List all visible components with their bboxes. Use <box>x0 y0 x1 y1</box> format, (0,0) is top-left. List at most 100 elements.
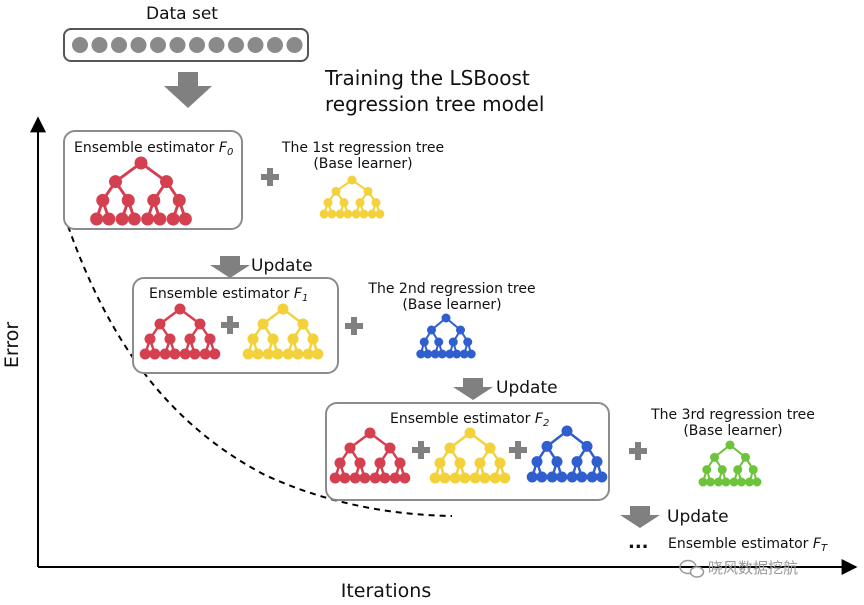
tree-node <box>469 472 481 484</box>
dataset-dot <box>228 37 244 53</box>
tree-node <box>449 472 461 484</box>
tree-node <box>319 209 329 219</box>
update-label-2: Update <box>496 378 558 398</box>
tree-node <box>456 325 465 335</box>
tree-node <box>429 472 441 484</box>
tree-node <box>166 212 180 226</box>
tree-node <box>287 333 299 345</box>
tree-node <box>536 471 548 483</box>
tree-f1-red <box>139 303 221 360</box>
tree-node <box>178 212 192 226</box>
dataset-dot <box>72 37 88 53</box>
dataset-dot <box>111 37 127 53</box>
tree-node <box>375 209 385 219</box>
dataset-label: Data set <box>146 4 218 24</box>
tree-node <box>427 325 436 335</box>
tree-node <box>430 349 440 359</box>
tree-node <box>463 337 473 347</box>
tree-node <box>102 212 116 226</box>
tree-node <box>721 477 731 487</box>
dataset-dot <box>208 37 225 53</box>
tree-node <box>339 198 349 208</box>
tree-node <box>725 440 735 450</box>
error-curve <box>67 225 453 517</box>
tree-node <box>312 348 324 360</box>
tree-node <box>307 333 319 345</box>
tree-node <box>262 348 274 360</box>
tree-node <box>331 186 341 196</box>
tree-node <box>329 472 341 484</box>
tree-node <box>355 198 365 208</box>
tree-node <box>384 442 396 454</box>
tree-node <box>454 457 466 469</box>
tree-node <box>351 209 361 219</box>
base-learner-tree-3 <box>698 440 762 487</box>
tree-f2-yellow <box>429 427 511 484</box>
tree-node <box>729 477 739 487</box>
tree-node <box>526 471 538 483</box>
dataset-dot <box>130 37 147 53</box>
learner-title-1: The 1st regression tree <box>281 140 444 156</box>
tree-node <box>344 442 356 454</box>
tree-node <box>154 318 166 330</box>
learner-subtitle-2: (Base learner) <box>402 297 501 313</box>
tree-node <box>302 348 314 360</box>
estimator-label-f2: Ensemble estimator F2 <box>390 411 549 429</box>
tree-node <box>444 442 456 454</box>
tree-node <box>282 348 294 360</box>
tree-node <box>466 349 476 359</box>
tree-node <box>347 175 357 185</box>
tree-node <box>96 193 110 207</box>
tree-node <box>379 472 391 484</box>
tree-node <box>733 465 743 475</box>
tree-node <box>327 209 337 219</box>
tree-node <box>741 452 750 462</box>
tree-node <box>339 472 351 484</box>
y-axis-label: Error <box>1 322 23 369</box>
tree-node <box>323 198 333 208</box>
tree-node <box>389 472 401 484</box>
dataset-dot <box>267 37 283 53</box>
tree-node <box>556 471 568 483</box>
tree-node <box>416 349 426 359</box>
tree-node <box>172 193 186 207</box>
tree-node <box>121 193 135 207</box>
down-arrow-icon <box>164 72 212 108</box>
tree-node <box>717 465 727 475</box>
tree-node <box>571 456 583 468</box>
plus-icon <box>509 441 527 459</box>
update-arrow-icon <box>453 378 493 400</box>
tree-node <box>394 457 406 469</box>
tree-node <box>364 427 376 439</box>
tree-node <box>566 471 578 483</box>
tree-node <box>199 348 211 360</box>
tree-node <box>153 212 167 226</box>
base-learner-tree-2 <box>416 313 476 359</box>
tree-node <box>452 349 462 359</box>
plus-icon <box>261 168 279 186</box>
tree-node <box>399 472 411 484</box>
tree-node <box>194 318 206 330</box>
tree-node <box>374 457 386 469</box>
estimator-label-f0: Ensemble estimator F0 <box>74 140 233 158</box>
tree-node <box>159 348 171 360</box>
tree-node <box>531 456 543 468</box>
tree-node <box>581 440 593 452</box>
tree-node <box>437 349 447 359</box>
tree-node <box>359 472 371 484</box>
tree-node <box>596 471 608 483</box>
tree-node <box>354 457 366 469</box>
tree-node <box>359 209 369 219</box>
tree-node <box>434 457 446 469</box>
tree-node <box>292 348 304 360</box>
tree-node <box>464 427 476 439</box>
tree-node <box>748 465 758 475</box>
tree-node <box>349 472 361 484</box>
tree-node <box>141 212 155 226</box>
tree-f2-red <box>329 427 411 484</box>
tree-node <box>115 212 129 226</box>
tree-node <box>586 471 598 483</box>
tree-node <box>499 472 511 484</box>
base-learner-tree-1 <box>319 175 385 219</box>
